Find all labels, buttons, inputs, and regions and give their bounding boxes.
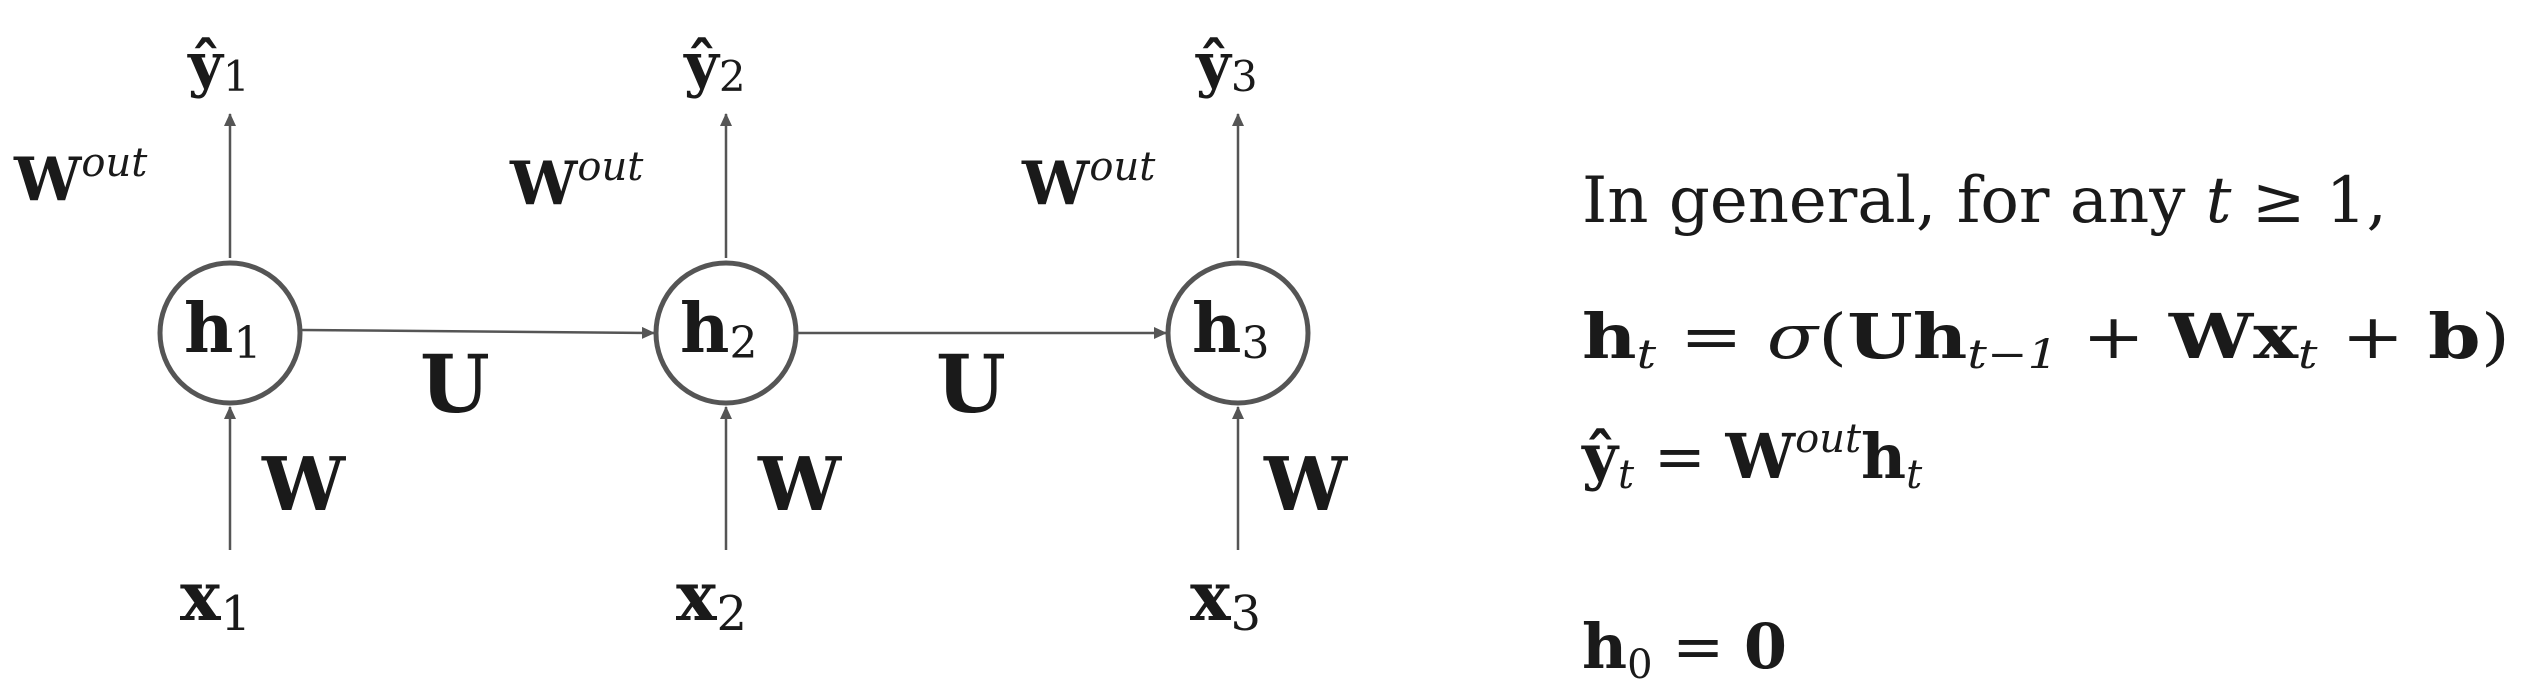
recurrent-weight-label-2: U [936, 337, 1006, 431]
in-weight-label-2: W [757, 442, 842, 528]
cell-1: ŷ1 Wout h1 W x1 [13, 30, 346, 642]
hidden-node-2 [653, 260, 799, 406]
cell-2: ŷ2 Wout h2 W x2 [509, 30, 842, 642]
recurrent-weight-label-1: U [420, 337, 490, 431]
hidden-label-1: h1 [184, 289, 261, 369]
out-weight-label-3: Wout [1021, 144, 1156, 219]
out-weight-label-1: Wout [13, 140, 148, 215]
hidden-node-3 [1165, 260, 1311, 406]
output-label-1: ŷ1 [187, 30, 250, 101]
hidden-node-1 [157, 260, 303, 406]
input-label-3: x3 [1190, 557, 1261, 642]
input-label-1: x1 [180, 557, 251, 642]
recurrent-arrow-1 [301, 326, 655, 339]
initial-state-equation: h0 = 0 [1582, 610, 1787, 688]
hidden-label-3: h3 [1192, 289, 1269, 369]
in-weight-label-1: W [261, 442, 346, 528]
input-label-2: x2 [676, 557, 747, 642]
output-label-3: ŷ3 [1195, 30, 1258, 101]
out-weight-label-2: Wout [509, 144, 644, 219]
intro-line: In general, for any t ≥ 1, [1582, 164, 2387, 238]
hidden-label-2: h2 [680, 289, 757, 369]
output-equation: ŷt = Woutht [1581, 416, 1923, 498]
output-label-2: ŷ2 [683, 30, 746, 101]
cell-3: ŷ3 Wout h3 W x3 [1021, 30, 1348, 642]
in-weight-label-3: W [1263, 442, 1348, 528]
